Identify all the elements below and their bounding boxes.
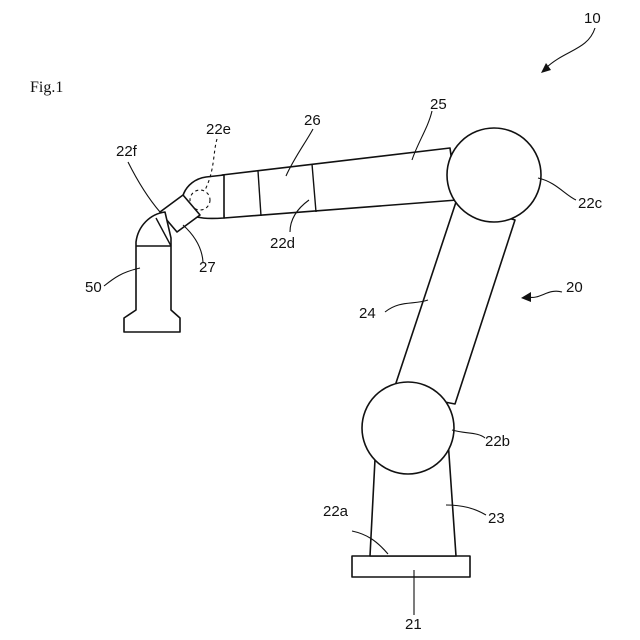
base-plate [352,556,470,577]
arrowhead-20 [521,292,531,302]
joint-b-circle [362,382,454,474]
label-50: 50 [85,279,102,296]
forearm-link [222,148,457,218]
leader-27 [183,225,203,262]
leader-22f [128,162,160,212]
leader-10 [546,28,595,68]
joint-c-circle [447,128,541,222]
label-25: 25 [430,96,447,113]
leader-22c [538,178,576,200]
leader-22b [452,430,485,438]
label-10: 10 [584,10,601,27]
label-27: 27 [199,259,216,276]
figure-title: Fig.1 [30,79,63,96]
label-22e: 22e [206,121,231,138]
label-22f: 22f [116,143,138,160]
leader-20 [528,291,562,297]
label-22b: 22b [485,433,510,450]
label-22c: 22c [578,195,603,212]
leader-50 [104,268,140,286]
tool-body [124,212,180,332]
label-20: 20 [566,279,583,296]
label-24: 24 [359,305,376,322]
label-23: 23 [488,510,505,527]
label-21: 21 [405,616,422,633]
label-22a: 22a [323,503,349,520]
label-26: 26 [304,112,321,129]
label-22d: 22d [270,235,295,252]
